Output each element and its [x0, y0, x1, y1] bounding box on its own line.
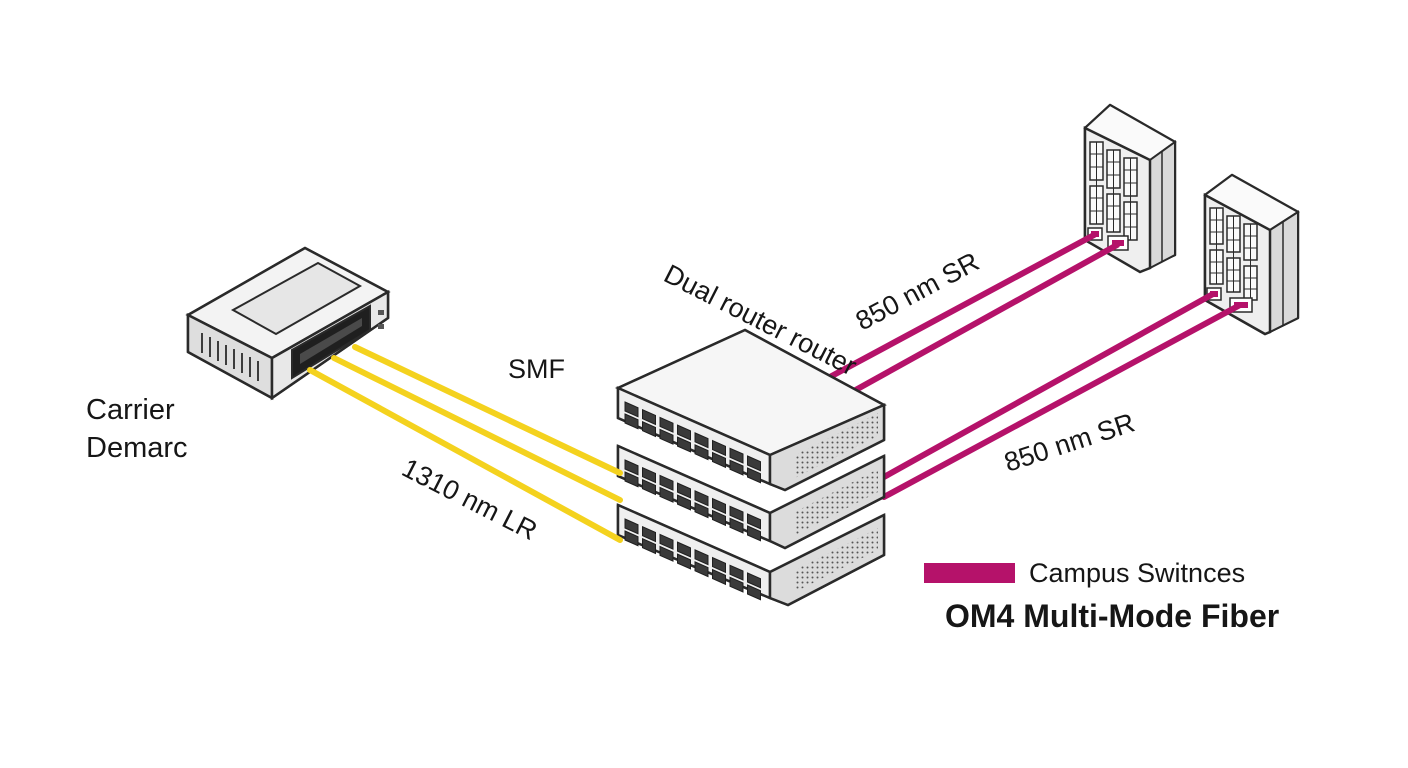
router-port [677, 553, 691, 570]
router-port [677, 436, 691, 453]
router-port [729, 459, 744, 476]
router-port [694, 490, 709, 507]
mmf-fiber-line [881, 302, 1243, 500]
router-port [747, 584, 761, 601]
router-port [624, 413, 639, 430]
router-port [747, 455, 761, 472]
router-port [642, 420, 656, 438]
router-port [659, 428, 674, 445]
router-port [642, 537, 656, 555]
router-port [712, 451, 726, 469]
router-unit-middle [616, 444, 886, 550]
router-port [624, 459, 639, 476]
router-port [677, 541, 691, 558]
router-port [747, 525, 761, 542]
router-port [642, 466, 656, 484]
router-port [694, 444, 709, 461]
router-port [659, 533, 674, 550]
mmf-fiber-line [849, 242, 1120, 395]
router-port [712, 556, 726, 574]
router-port [694, 432, 709, 449]
router-port [747, 572, 761, 589]
om4-multimode-fibers [825, 232, 1243, 500]
router-stack-icon [614, 328, 887, 607]
router-port [694, 561, 709, 578]
legend-entry: Campus Switnces [1029, 558, 1245, 588]
router-port [729, 576, 744, 593]
sr-top-label: 850 nm SR [851, 246, 984, 336]
mmf-fiber-line [881, 291, 1216, 480]
router-port [712, 439, 726, 457]
router-port [624, 530, 639, 547]
router-port [712, 568, 726, 586]
router-port [677, 482, 691, 499]
router-ports [624, 401, 761, 601]
router-port [642, 525, 656, 543]
smf-fibers [307, 344, 623, 543]
router-port [729, 564, 744, 581]
mmf-fiber-line [825, 232, 1097, 381]
router-port [747, 467, 761, 484]
carrier-demarc-label-line2: Demarc [86, 432, 188, 464]
campus-switch-building-icon [1203, 173, 1300, 336]
router-port [729, 447, 744, 464]
router-port [712, 509, 726, 527]
router-port [712, 497, 726, 515]
router-port [642, 408, 656, 426]
smf-fiber-line [307, 367, 623, 543]
router-port [729, 517, 744, 534]
lr-label: 1310 nm LR [397, 453, 542, 547]
carrier-demarc-box-icon [185, 246, 391, 401]
router-port [677, 424, 691, 441]
smf-fiber-line [352, 344, 623, 476]
legend: Campus Switnces OM4 Multi-Mode Fiber [924, 558, 1279, 634]
campus-switch-building-icon [1083, 103, 1177, 274]
router-port [642, 478, 656, 496]
smf-fiber-line [331, 355, 623, 503]
router-port [694, 502, 709, 519]
router-port [659, 474, 674, 491]
router-port [624, 471, 639, 488]
smf-label: SMF [508, 354, 565, 384]
legend-title: OM4 Multi-Mode Fiber [945, 598, 1279, 634]
router-port [694, 549, 709, 566]
carrier-demarc-label-line1: Carrier [86, 394, 175, 426]
router-port [659, 545, 674, 562]
sr-mid-label: 850 nm SR [1001, 407, 1139, 477]
router-port [624, 401, 639, 418]
router-port [729, 505, 744, 522]
router-port [659, 486, 674, 503]
legend-swatch-mmf [924, 563, 1015, 583]
router-port [659, 416, 674, 433]
router-port [677, 494, 691, 511]
router-port [624, 518, 639, 535]
router-port [747, 513, 761, 530]
